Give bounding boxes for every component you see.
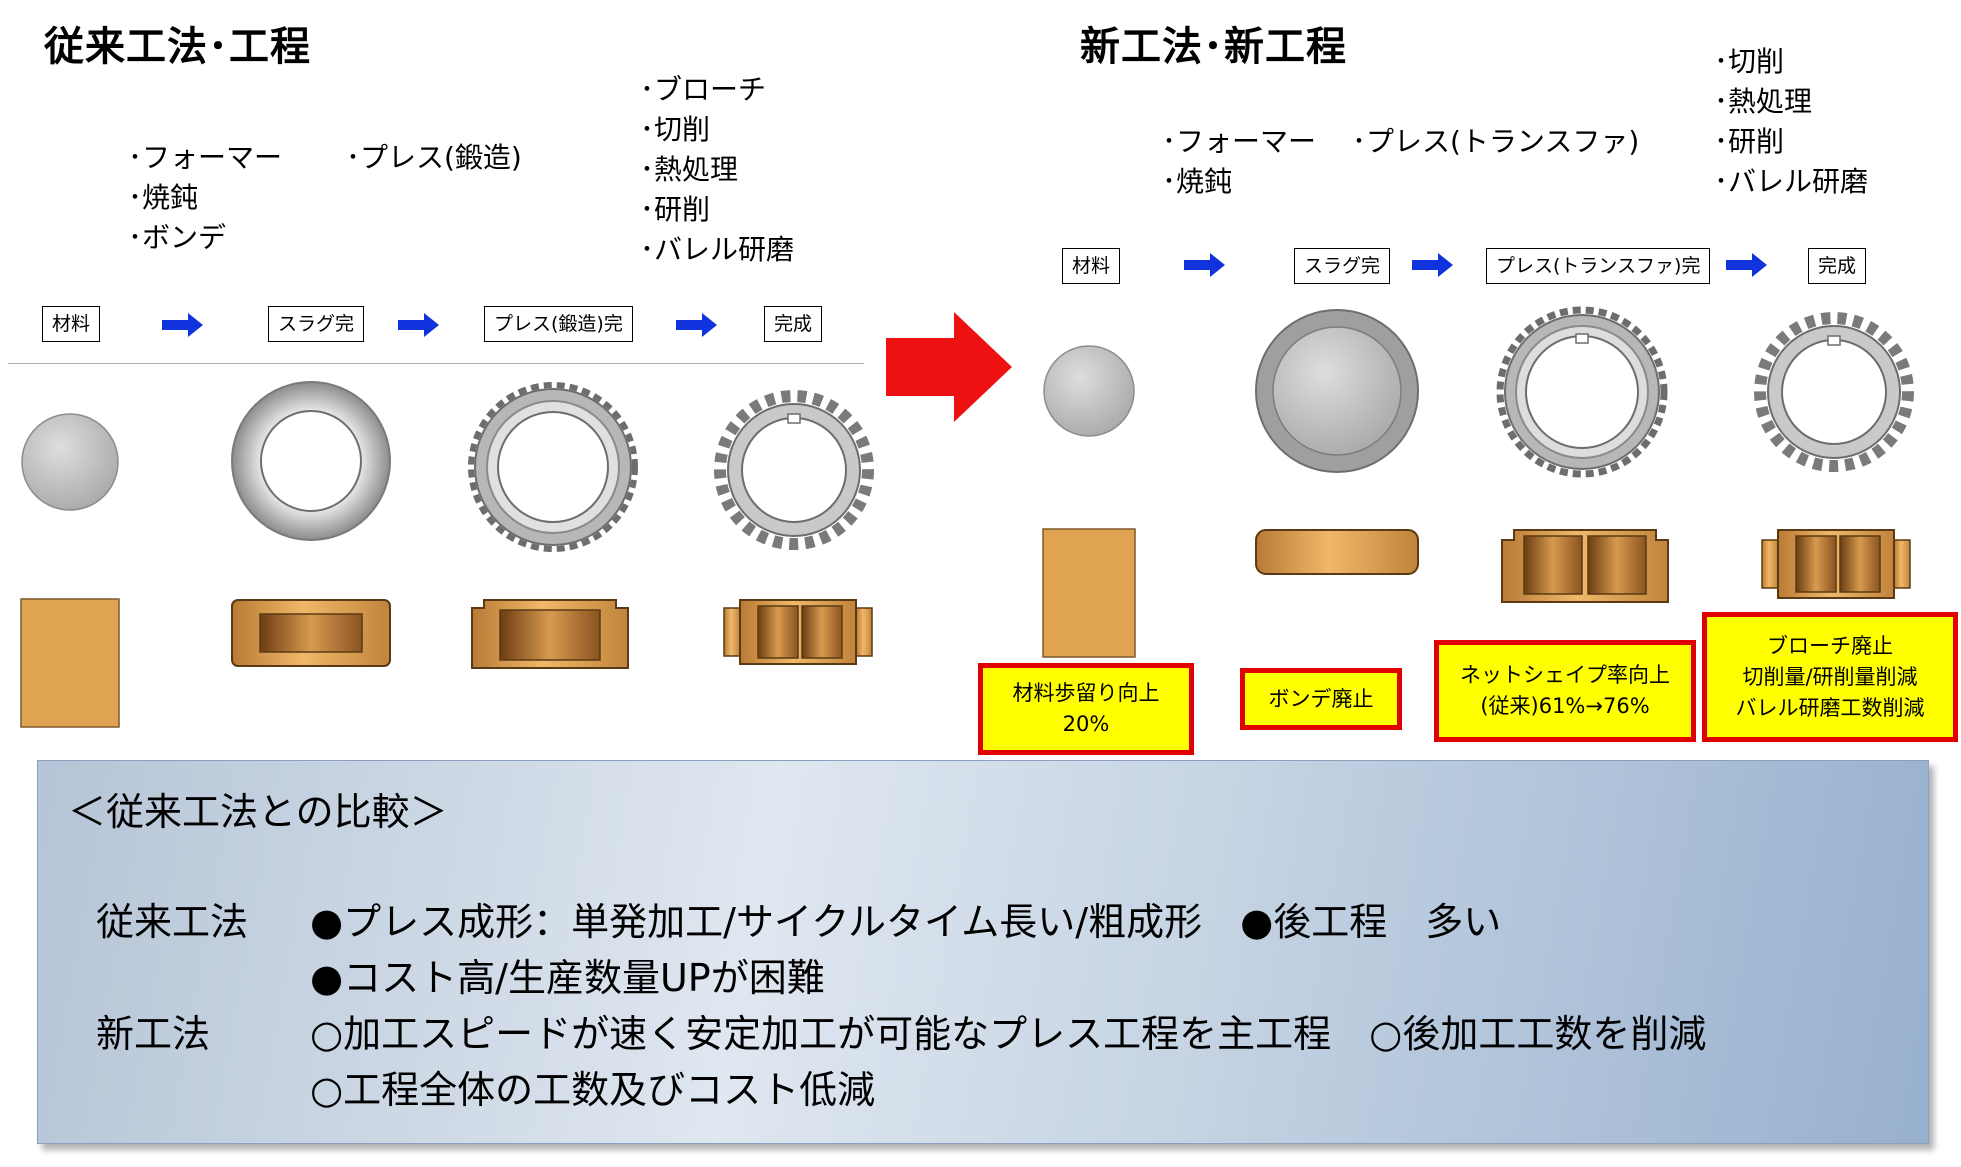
flow-arrow-icon: [162, 313, 203, 337]
finished-section-icon: [1761, 529, 1911, 599]
flow-arrow-icon: [1726, 253, 1767, 277]
note-item: ･焼鈍: [1162, 165, 1233, 198]
callout-line: (従来)61%→76%: [1480, 694, 1650, 718]
right-notes-post: ･切削 ･熱処理 ･研削 ･バレル研磨: [1714, 42, 1868, 202]
callout-line: 材料歩留り向上: [1012, 681, 1160, 705]
conventional-line-1: ●プレス成形：単発加工/サイクルタイム長い/粗成形 ●後工程 多い: [310, 900, 1502, 944]
right-section-title: 新工法･新工程: [1080, 24, 1347, 70]
right-notes-forming: ･フォーマー ･焼鈍: [1162, 122, 1316, 202]
finished-gear-icon: [714, 390, 874, 550]
finished-gear-icon: [1754, 312, 1914, 472]
note-item: ･バレル研磨: [1714, 165, 1869, 198]
left-notes-forming: ･フォーマー ･焼鈍 ･ボンデ: [128, 138, 282, 258]
note-item: ･切削: [1714, 45, 1785, 78]
forged-section-icon: [471, 599, 629, 669]
note-item: ･熱処理: [1714, 85, 1813, 118]
flow-arrow-icon: [1184, 253, 1225, 277]
callout-line: ボンデ廃止: [1268, 686, 1374, 711]
note-item: ･プレス(トランスファ): [1352, 125, 1640, 158]
note-item: ･フォーマー: [128, 141, 283, 174]
flow-arrow-icon: [1412, 253, 1453, 277]
callout-line: バレル研磨工数削減: [1735, 695, 1925, 720]
step-slug: スラグ完: [1294, 248, 1391, 284]
callout-line: ネットシェイプ率向上: [1460, 663, 1670, 687]
slug-section-icon: [231, 599, 391, 667]
left-section-title: 従来工法･工程: [44, 24, 311, 70]
finished-section-icon: [723, 599, 873, 665]
material-disk-icon: [1043, 345, 1135, 437]
step-press-forging: プレス(鍛造)完: [484, 306, 633, 342]
new-method-line-2: ○工程全体の工数及びコスト低減: [310, 1068, 876, 1112]
note-item: ･焼鈍: [128, 181, 199, 214]
divider: [8, 363, 864, 364]
note-item: ･研削: [640, 193, 711, 226]
step-press-transfer: プレス(トランスファ)完: [1486, 248, 1711, 284]
slug-disk-icon: [1255, 309, 1419, 473]
forged-gear-icon: [468, 382, 638, 552]
step-slug: スラグ完: [268, 306, 365, 342]
step-material: 材料: [1062, 248, 1121, 284]
note-item: ･研削: [1714, 125, 1785, 158]
callout-line: ブローチ廃止: [1767, 633, 1893, 658]
material-bar-icon: [1042, 528, 1136, 658]
step-complete: 完成: [764, 306, 823, 342]
right-notes-press: ･プレス(トランスファ): [1352, 122, 1639, 162]
material-disk-icon: [21, 413, 119, 511]
conventional-line-2: ●コスト高/生産数量UPが困難: [310, 956, 825, 1000]
material-bar-icon: [20, 598, 120, 728]
slug-section-icon: [1255, 529, 1419, 575]
note-item: ･熱処理: [640, 153, 739, 186]
step-complete: 完成: [1808, 248, 1867, 284]
comparison-panel: ＜従来工法との比較＞ 従来工法 ●プレス成形：単発加工/サイクルタイム長い/粗成…: [37, 760, 1929, 1144]
new-method-label: 新工法: [96, 1012, 211, 1056]
flow-arrow-icon: [398, 313, 439, 337]
note-item: ･バレル研磨: [640, 233, 795, 266]
callout-broach-removal: ブローチ廃止 切削量/研削量削減 バレル研磨工数削減: [1702, 612, 1958, 742]
conventional-label: 従来工法: [96, 900, 249, 944]
callout-line: 切削量/研削量削減: [1742, 664, 1918, 689]
callout-material-yield: 材料歩留り向上 20%: [978, 663, 1194, 755]
step-material: 材料: [42, 306, 101, 342]
note-item: ･ボンデ: [128, 221, 227, 254]
left-notes-post: ･ブローチ ･切削 ･熱処理 ･研削 ･バレル研磨: [640, 70, 794, 270]
note-item: ･フォーマー: [1162, 125, 1317, 158]
comparison-heading: ＜従来工法との比較＞: [68, 790, 448, 834]
note-item: ･ブローチ: [640, 73, 767, 106]
new-method-line-1: ○加工スピードが速く安定加工が可能なプレス工程を主工程 ○後加工工数を削減: [310, 1012, 1707, 1056]
transfer-gear-icon: [1496, 306, 1668, 478]
callout-line: 20%: [1062, 712, 1110, 736]
callout-bonde-removal: ボンデ廃止: [1240, 668, 1402, 730]
flow-arrow-icon: [676, 313, 717, 337]
left-notes-press: ･プレス(鍛造): [346, 138, 522, 178]
slug-ring-icon: [231, 381, 391, 541]
note-item: ･切削: [640, 113, 711, 146]
callout-net-shape: ネットシェイプ率向上 (従来)61%→76%: [1434, 640, 1696, 742]
note-item: ･プレス(鍛造): [346, 141, 522, 174]
transition-arrow-icon: [886, 312, 1012, 422]
transfer-section-icon: [1501, 529, 1669, 603]
